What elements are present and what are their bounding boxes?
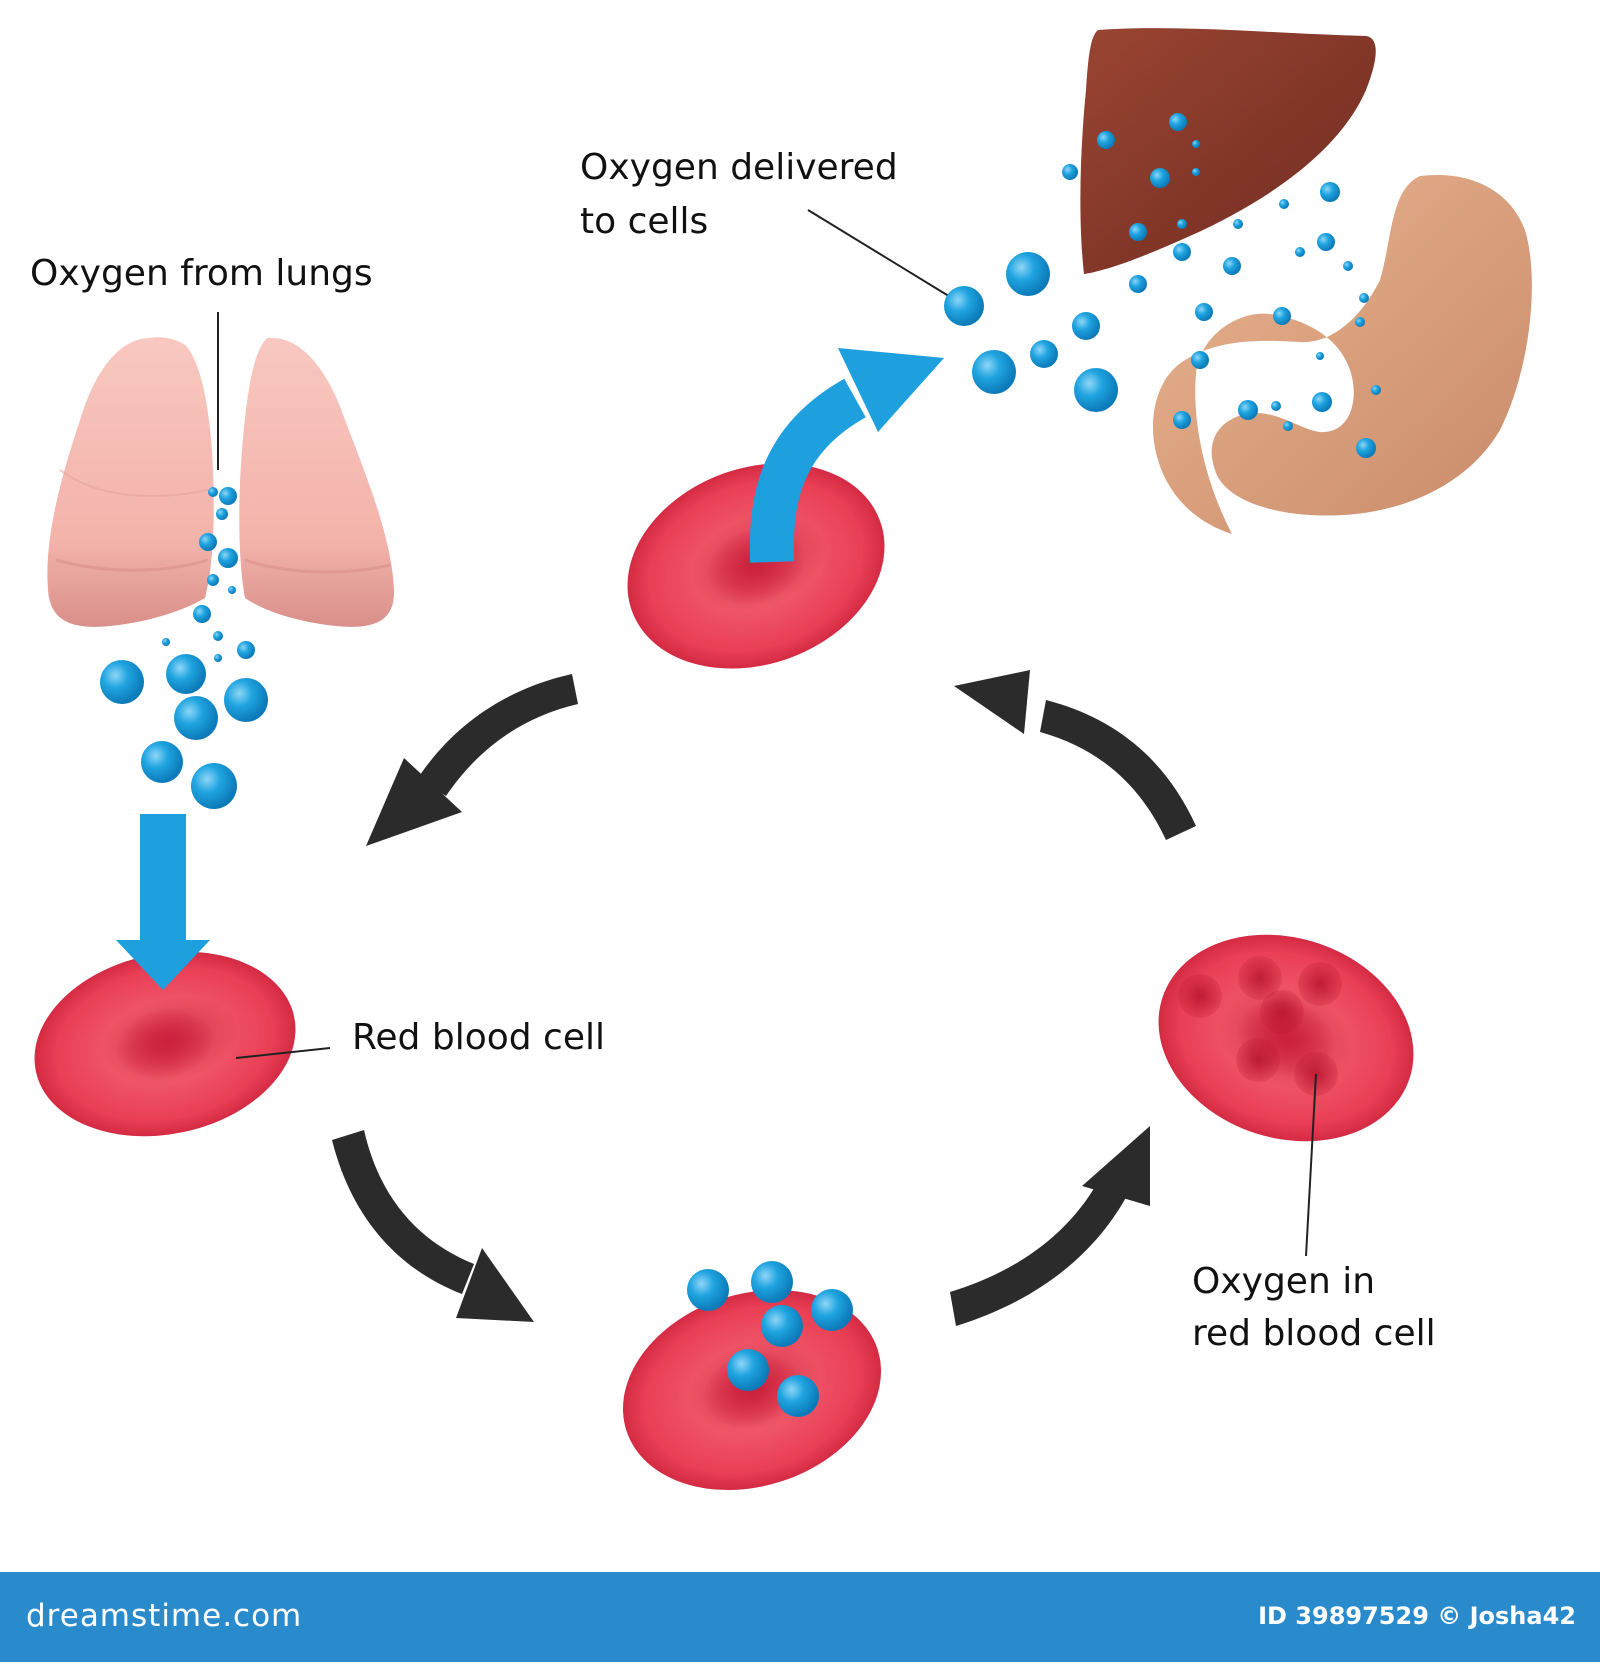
cycle-arrows <box>332 670 1196 1326</box>
oxygen-bubbles-lungs <box>100 487 268 809</box>
liver <box>1080 28 1376 274</box>
cycle-arrow-bottom-left <box>332 1130 534 1322</box>
label-red-blood-cell: Red blood cell <box>352 1017 605 1058</box>
red-blood-cell-left <box>34 951 296 1137</box>
label-oxygen-delivered-line2: to cells <box>580 201 709 242</box>
stomach <box>1152 174 1532 534</box>
label-oxygen-delivered-line1: Oxygen delivered <box>580 147 898 188</box>
oxygen-down-arrow <box>116 814 210 990</box>
footer-brand-logo: dreamstime.com <box>26 1598 303 1634</box>
footer-image-id: ID 39897529 © Josha42 <box>1258 1602 1576 1630</box>
label-oxygen-in-line1: Oxygen in <box>1192 1261 1376 1302</box>
right-lung <box>239 337 395 627</box>
lungs <box>47 337 395 627</box>
oxygen-bubbles-delivered <box>944 113 1381 458</box>
cycle-arrow-top-right <box>954 670 1196 840</box>
label-oxygen-from-lungs: Oxygen from lungs <box>30 253 373 294</box>
label-oxygen-in-line2: red blood cell <box>1192 1313 1436 1354</box>
oxygen-release-arrow <box>749 348 944 563</box>
oxygen-bubbles-binding <box>687 1261 853 1417</box>
footer-bar: dreamstime.com ID 39897529 © Josha42 <box>0 1572 1600 1662</box>
cycle-arrow-bottom-right <box>950 1126 1150 1326</box>
red-blood-cell-top <box>627 463 885 669</box>
left-lung <box>47 337 214 627</box>
red-blood-cell-right <box>1158 934 1414 1142</box>
cycle-arrow-top-left <box>366 674 578 846</box>
